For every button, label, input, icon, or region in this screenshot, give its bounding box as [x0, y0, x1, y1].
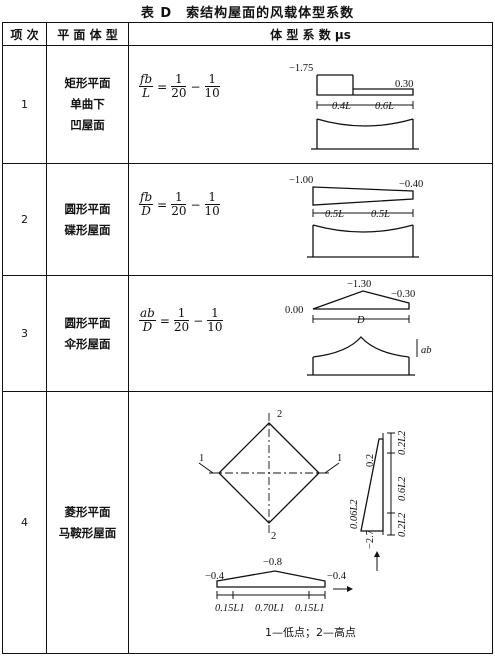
table-title: 表 D 索结构屋面的风载体型系数 — [140, 6, 355, 21]
coefficient-figure: 1 1 2 2 −0.4 −0.8 −0.4 0.15L1 0.70L1 0.1… — [128, 391, 493, 654]
formula-a-den: 20 — [171, 203, 187, 218]
formula-b-den: 10 — [204, 85, 220, 100]
dim-label: 0.15L1 — [215, 603, 244, 614]
formula-b: 1 — [204, 73, 220, 87]
high-point-label: 2 — [277, 409, 282, 420]
row-number: 1 — [2, 45, 47, 164]
row-number: 3 — [2, 275, 47, 392]
formula-a: 1 — [171, 73, 187, 87]
diagram-saddle: 1 1 2 2 −0.4 −0.8 −0.4 0.15L1 0.70L1 0.1… — [198, 409, 408, 614]
dim-label: 0.70L1 — [255, 603, 284, 614]
coef-left-label: −1.75 — [289, 63, 313, 74]
coef-right-label: −0.30 — [391, 289, 415, 300]
formula-num: fb — [139, 72, 154, 87]
dim-label: 0.15L1 — [295, 603, 324, 614]
dim-label: 0.6L — [375, 101, 394, 112]
dim-label: 0.6L2 — [397, 476, 408, 501]
dim-label: 0.4L — [332, 101, 351, 112]
header-plane: 平 面 体 型 — [46, 22, 129, 46]
plane-line: 圆形平面 — [64, 315, 111, 330]
coef-mid-label: −1.30 — [347, 279, 371, 290]
coef-right-label: 0.30 — [395, 79, 413, 90]
plane-line: 碟形屋面 — [64, 222, 111, 237]
header-no: 项 次 — [2, 22, 47, 46]
plane-line: 凹屋面 — [70, 118, 105, 132]
formula-a-den: 20 — [173, 319, 190, 334]
header-row: 项 次 平 面 体 型 体 型 系 数 μs — [2, 22, 493, 46]
coef-left-label: −1.00 — [289, 175, 313, 186]
plane-line: 单曲下 — [70, 97, 105, 111]
plane-type: 矩形平面 单曲下 凹屋面 — [46, 45, 129, 164]
formula-a-den: 20 — [171, 85, 187, 100]
diagram-dish: fbD=120−110 −1.00 −0.40 0.5L 0.5L — [139, 175, 423, 258]
dim-label: 0.5L — [371, 209, 390, 220]
coef-label: −0.4 — [205, 571, 225, 582]
plane-line: 马鞍形屋面 — [58, 525, 117, 540]
dim-label: 0.2L2 — [397, 512, 408, 537]
coefficient-table: 项 次 平 面 体 型 体 型 系 数 μs 1 矩形平面 单曲下 凹屋面 fb… — [2, 22, 493, 654]
table-row: 4 菱形平面 马鞍形屋面 1 1 2 2 −0.4 −0.8 −0.4 — [2, 391, 493, 654]
coef-label: −0.4 — [327, 571, 347, 582]
coef-label: −2.7 — [365, 529, 376, 548]
formula-b: 1 — [207, 307, 223, 321]
dim-label: 0.06L2 — [349, 498, 360, 528]
formula-num: fb — [139, 190, 154, 205]
formula-a: 1 — [173, 307, 190, 321]
formula-den: D — [141, 203, 151, 218]
formula-b-den: 10 — [204, 203, 220, 218]
row-number: 4 — [2, 391, 47, 654]
low-point-label: 1 — [199, 453, 204, 464]
dim-label: D — [356, 315, 365, 326]
high-point-label: 2 — [271, 531, 276, 542]
plane-line: 菱形平面 — [64, 504, 111, 519]
formula-b: 1 — [204, 191, 220, 205]
height-label: ab — [421, 345, 432, 356]
coef-right-label: −0.40 — [399, 179, 423, 190]
formula-den: D — [142, 319, 153, 334]
plane-line: 圆形平面 — [64, 201, 111, 216]
formula-a: 1 — [171, 191, 187, 205]
diagram-umbrella: abD=120−110 0.00 −1.30 −0.30 D ab — [139, 279, 432, 376]
formula-b-den: 10 — [207, 319, 223, 334]
plane-line: 矩形平面 — [64, 76, 111, 90]
header-coefficient: 体 型 系 数 μs — [128, 22, 493, 46]
plane-type: 菱形平面 马鞍形屋面 — [46, 391, 129, 654]
row-number: 2 — [2, 163, 47, 276]
plane-type: 圆形平面 碟形屋面 — [46, 163, 129, 276]
diagram-rect-sag: fbL=120−110 −1.75 0.30 0.4L 0.6L — [139, 63, 419, 150]
dim-label: 0.2L2 — [397, 430, 408, 455]
coef-label: −0.8 — [263, 557, 282, 568]
plane-line: 伞形屋面 — [64, 336, 111, 351]
legend: 1—低点；2—高点 — [265, 626, 356, 639]
low-point-label: 1 — [337, 453, 342, 464]
coef-left-label: 0.00 — [285, 305, 303, 316]
formula-num: ab — [139, 306, 156, 321]
formula-den: L — [142, 85, 151, 100]
coef-label: 0.2 — [365, 453, 376, 466]
dim-label: 0.5L — [325, 209, 344, 220]
plane-type: 圆形平面 伞形屋面 — [46, 275, 129, 392]
